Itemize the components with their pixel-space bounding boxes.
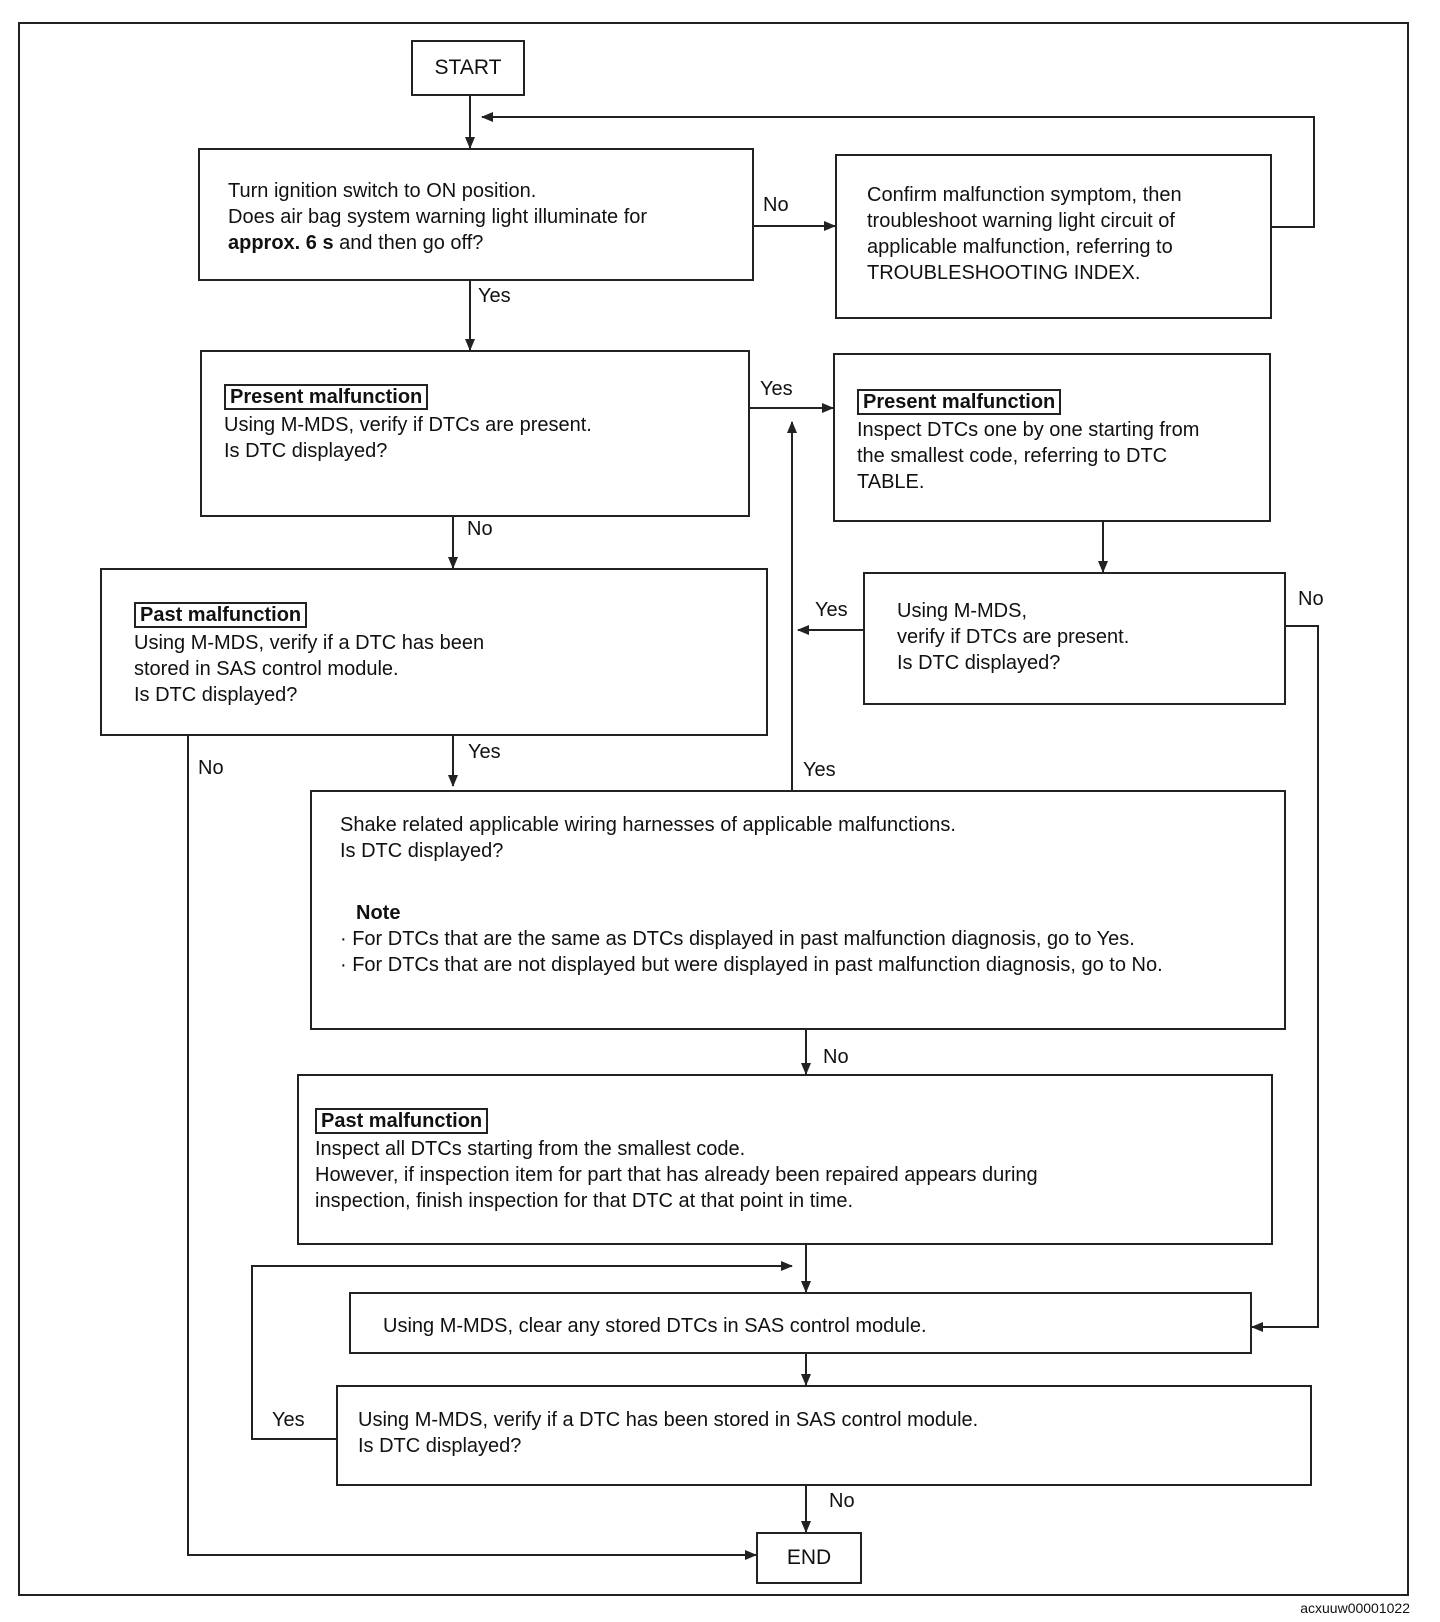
- past-check-node: Past malfunction Using M-MDS, verify if …: [100, 568, 768, 736]
- edge-past-no: [187, 736, 757, 1560]
- present-check-tag: Present malfunction: [224, 384, 429, 410]
- verify-present-line3: Is DTC displayed?: [897, 652, 1061, 674]
- end-label: END: [786, 1546, 832, 1569]
- label-verify-present-no: No: [1298, 588, 1324, 610]
- label-present-yes: Yes: [760, 378, 793, 400]
- start-node: START: [411, 40, 525, 96]
- check-light-line2: Does air bag system warning light illumi…: [228, 206, 648, 228]
- edge-verify-present-no: [1251, 625, 1319, 1332]
- note-title: Note: [356, 902, 401, 924]
- figure-code: acxuuw00001022: [1300, 1600, 1410, 1616]
- confirm-symptom-node: Confirm malfunction symptom, then troubl…: [835, 154, 1272, 319]
- shake-node: Shake related applicable wiring harnesse…: [310, 790, 1286, 1030]
- check-light-duration: approx. 6 s: [228, 232, 334, 254]
- label-light-yes: Yes: [478, 285, 511, 307]
- verify-stored-node: Using M-MDS, verify if a DTC has been st…: [336, 1385, 1312, 1486]
- note-item-2: · For DTCs that are not displayed but we…: [340, 954, 1163, 976]
- past-inspect-node: Past malfunction Inspect all DTCs starti…: [297, 1074, 1273, 1245]
- note-item-1: · For DTCs that are the same as DTCs dis…: [340, 928, 1135, 950]
- verify-stored-line2: Is DTC displayed?: [358, 1435, 522, 1457]
- past-inspect-line1: Inspect all DTCs starting from the small…: [315, 1138, 746, 1160]
- check-light-line1: Turn ignition switch to ON position.: [228, 180, 537, 202]
- note-item-2-text: For DTCs that are not displayed but were…: [352, 954, 1163, 976]
- clear-text: Using M-MDS, clear any stored DTCs in SA…: [383, 1315, 927, 1337]
- present-inspect-line2: the smallest code, referring to DTC: [857, 445, 1168, 467]
- check-light-line3-rest: and then go off?: [333, 232, 484, 254]
- past-inspect-line2: However, if inspection item for part tha…: [315, 1164, 1038, 1186]
- start-label: START: [434, 56, 502, 79]
- confirm-line4: TROUBLESHOOTING INDEX.: [867, 262, 1141, 284]
- present-inspect-line3: TABLE.: [857, 471, 925, 493]
- label-stored-yes: Yes: [272, 1409, 305, 1431]
- confirm-line2: troubleshoot warning light circuit of: [867, 210, 1175, 232]
- shake-line1: Shake related applicable wiring harnesse…: [340, 814, 956, 836]
- past-check-line1: Using M-MDS, verify if a DTC has been: [134, 632, 485, 654]
- present-inspect-tag: Present malfunction: [857, 389, 1062, 415]
- verify-present-line1: Using M-MDS,: [897, 600, 1028, 622]
- label-stored-no: No: [829, 1490, 855, 1512]
- label-shake-yes: Yes: [803, 759, 836, 781]
- verify-present-node: Using M-MDS, verify if DTCs are present.…: [863, 572, 1286, 705]
- past-check-line3: Is DTC displayed?: [134, 684, 298, 706]
- label-present-no: No: [467, 518, 493, 540]
- present-check-node: Present malfunction Using M-MDS, verify …: [200, 350, 750, 517]
- end-node: END: [756, 1532, 862, 1584]
- check-light-line3: approx. 6 s and then go off?: [228, 230, 752, 256]
- past-inspect-line3: inspection, finish inspection for that D…: [315, 1190, 854, 1212]
- edge-confirm-loop: [481, 112, 1315, 228]
- clear-node: Using M-MDS, clear any stored DTCs in SA…: [349, 1292, 1252, 1354]
- past-check-tag: Past malfunction: [134, 602, 308, 628]
- past-check-line2: stored in SAS control module.: [134, 658, 399, 680]
- check-light-node: Turn ignition switch to ON position. Doe…: [198, 148, 754, 281]
- label-shake-no: No: [823, 1046, 849, 1068]
- label-light-no: No: [763, 194, 789, 216]
- verify-stored-line1: Using M-MDS, verify if a DTC has been st…: [358, 1409, 979, 1431]
- confirm-line3: applicable malfunction, referring to: [867, 236, 1173, 258]
- present-inspect-line1: Inspect DTCs one by one starting from: [857, 419, 1200, 441]
- diagram-frame: [18, 22, 1409, 1596]
- present-inspect-node: Present malfunction Inspect DTCs one by …: [833, 353, 1271, 522]
- label-verify-present-yes: Yes: [815, 599, 848, 621]
- label-past-no: No: [198, 757, 224, 779]
- past-inspect-tag: Past malfunction: [315, 1108, 489, 1134]
- shake-line2: Is DTC displayed?: [340, 840, 504, 862]
- verify-present-line2: verify if DTCs are present.: [897, 626, 1130, 648]
- label-past-yes: Yes: [468, 741, 501, 763]
- note-item-1-text: For DTCs that are the same as DTCs displ…: [352, 928, 1135, 950]
- edge-stored-yes: [251, 1261, 793, 1440]
- present-check-line1: Using M-MDS, verify if DTCs are present.: [224, 414, 592, 436]
- confirm-line1: Confirm malfunction symptom, then: [867, 184, 1182, 206]
- present-check-line2: Is DTC displayed?: [224, 440, 388, 462]
